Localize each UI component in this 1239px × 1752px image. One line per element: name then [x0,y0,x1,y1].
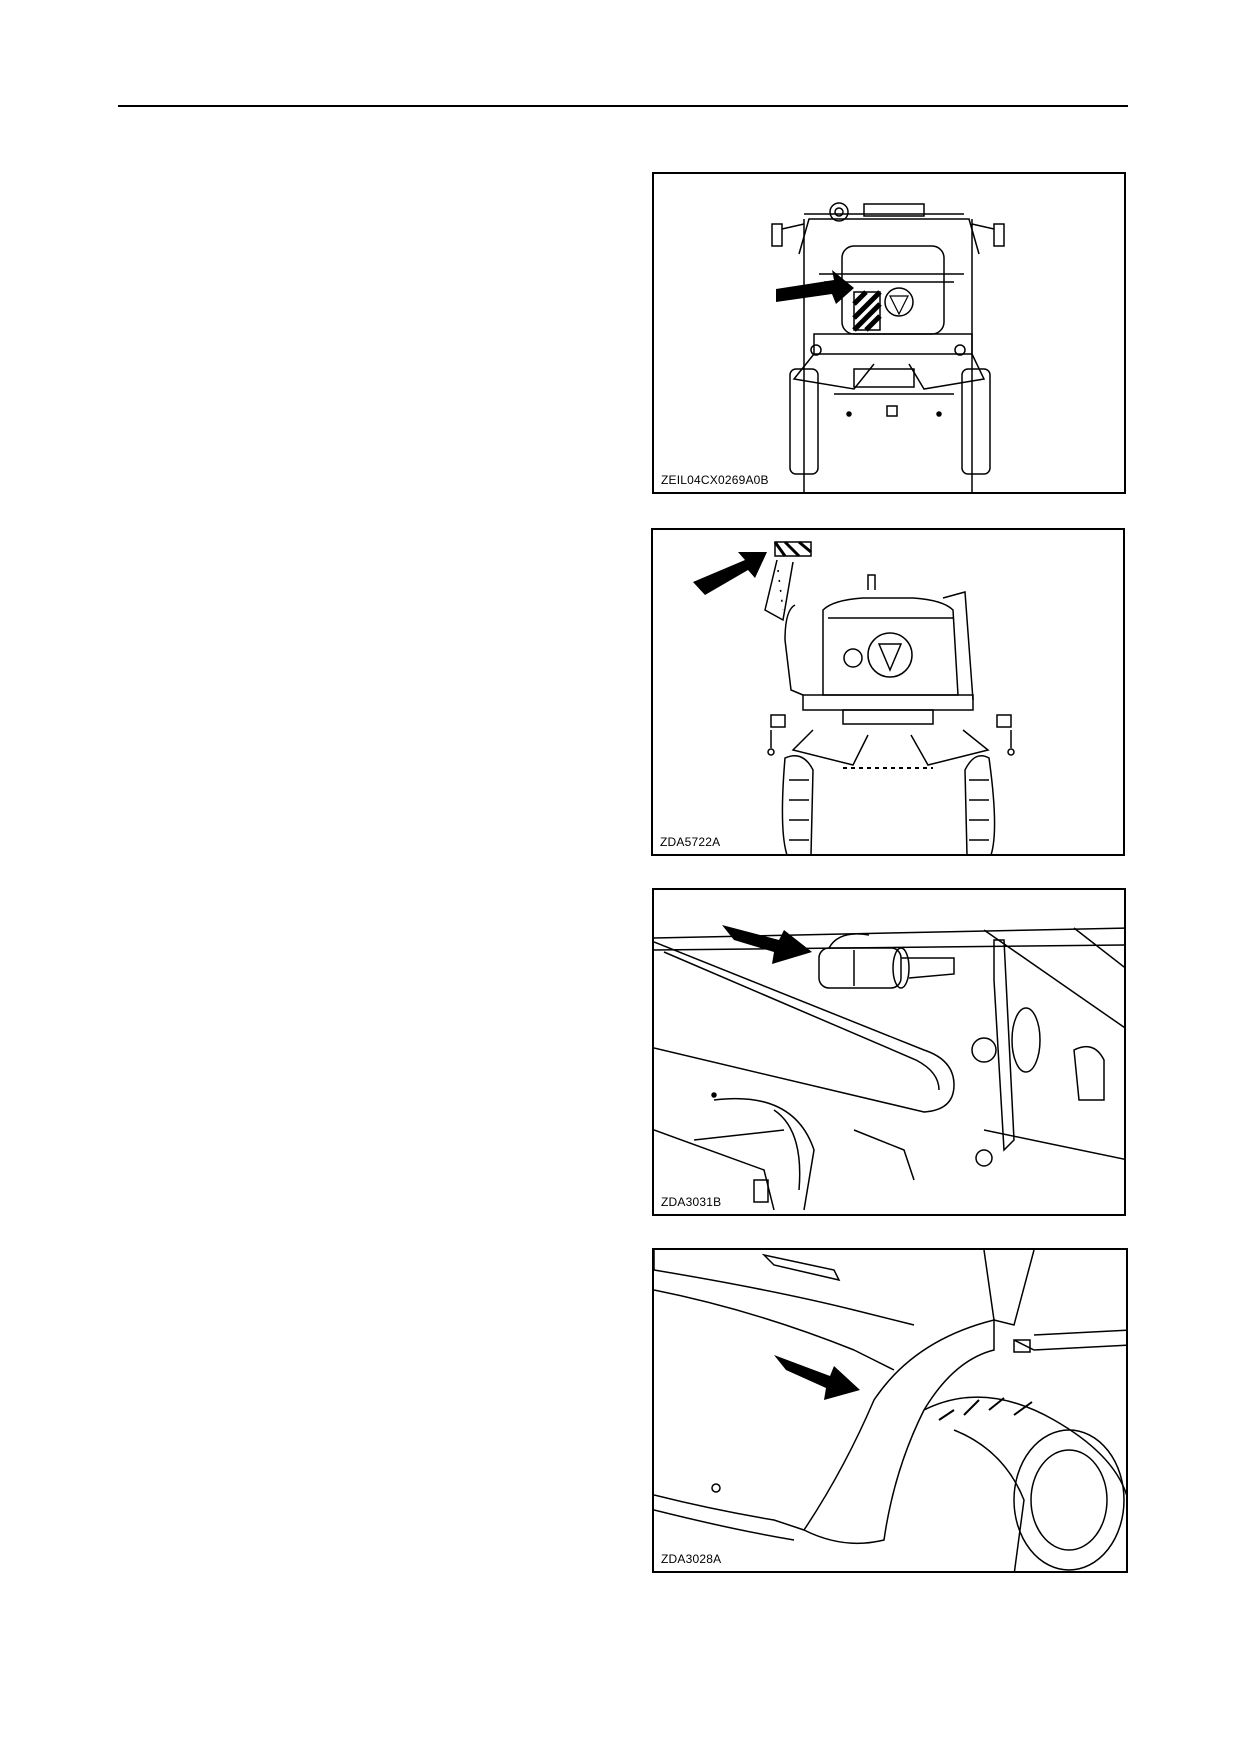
figure-fender-view: ZDA3028A [652,1248,1128,1573]
side-component-illustration [654,925,1124,1211]
figure-id: ZEIL04CX0269A0B [661,473,769,487]
unloading-tube-illustration [693,540,1015,854]
figure-unloading-tube-decal: ZDA5722A [651,528,1125,856]
figure-id: ZDA5722A [660,835,721,849]
figure-rear-view-tank-decal: ZEIL04CX0269A0B [652,172,1126,494]
rear-view-illustration [771,202,1005,492]
figure-id: ZDA3031B [661,1195,722,1209]
fender-illustration [654,1250,1126,1571]
figure-side-component: ZDA3031B [652,888,1126,1216]
header-rule [118,105,1128,107]
figure-id: ZDA3028A [661,1552,722,1566]
